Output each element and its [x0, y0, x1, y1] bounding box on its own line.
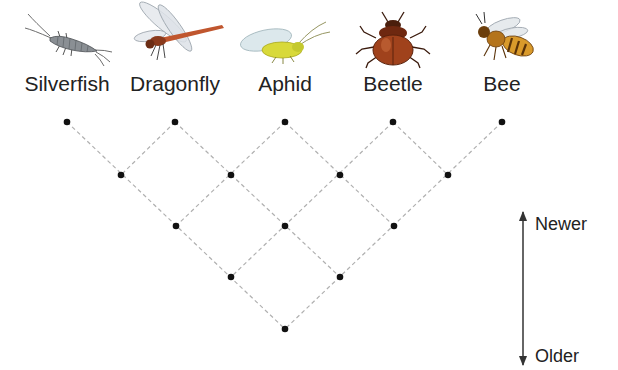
time-label: Newer [535, 214, 587, 235]
time-label: Older [535, 346, 579, 367]
lattice-dots [64, 119, 506, 333]
bee-icon [476, 12, 536, 60]
dashed-lattice [67, 122, 502, 329]
insect-name: Dragonfly [130, 72, 220, 96]
dragonfly-icon [133, 0, 224, 60]
insect-name: Silverfish [24, 72, 109, 96]
insect-name: Bee [483, 72, 520, 96]
insect-name: Aphid [258, 72, 312, 96]
insect-name: Beetle [363, 72, 423, 96]
silverfish-icon [25, 14, 112, 66]
beetle-icon [356, 12, 430, 68]
aphid-icon [238, 22, 330, 64]
time-arrow [522, 212, 524, 365]
